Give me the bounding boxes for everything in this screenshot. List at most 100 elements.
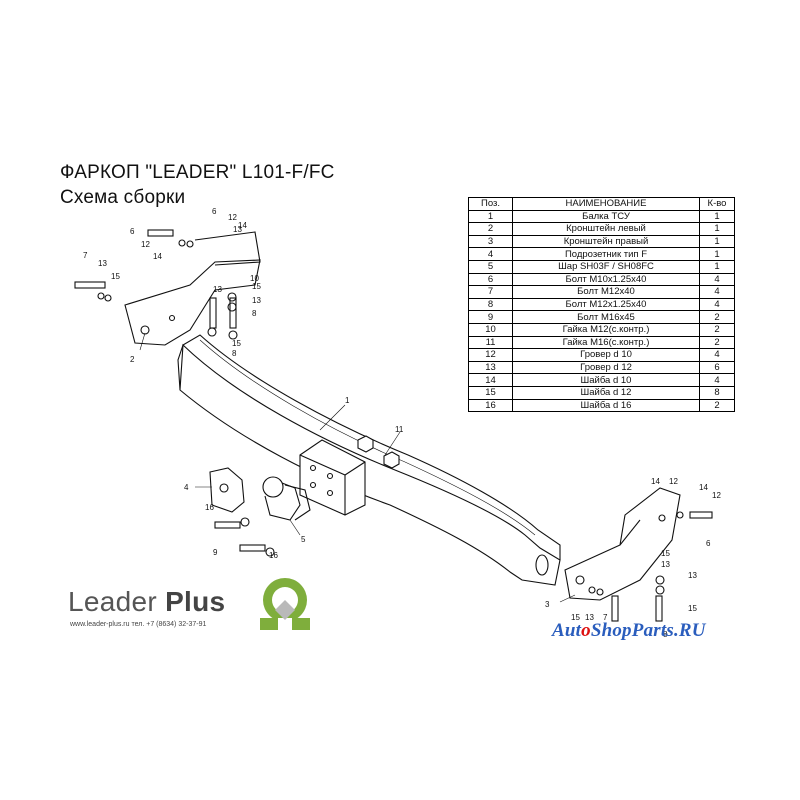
callout-14d: 14 [699,483,708,492]
callout-15: 15 [111,272,120,281]
callout-8: 8 [252,309,257,318]
cell-position: 13 [468,360,513,375]
cell-position: 8 [468,297,513,312]
cell-quantity: 2 [699,310,735,324]
callout-13f: 13 [688,571,697,580]
cell-name: Болт М10х1.25х40 [512,272,700,287]
title-line-subtitle: Схема сборки [60,187,186,208]
cell-position: 12 [468,348,513,362]
cell-name: Гровер d 10 [512,348,700,362]
callout-12d: 12 [712,491,721,500]
cell-position: 6 [468,272,513,287]
callout-5: 5 [301,535,306,544]
leader-lines [139,332,576,603]
cell-position: 15 [468,385,513,400]
cell-position: 10 [468,322,513,337]
callout-14: 14 [238,221,247,230]
tow-ball [262,476,311,521]
cell-quantity: 4 [699,297,735,312]
callout-1: 1 [345,396,350,405]
callout-6b: 6 [212,207,217,216]
callout-16b: 16 [269,551,278,560]
callout-15c: 15 [232,339,241,348]
brand-name-bold: Plus [165,586,226,617]
cell-quantity: 4 [699,272,735,287]
callout-13d: 13 [233,225,242,234]
washers [97,239,684,596]
callout-8b: 8 [232,349,237,358]
callout-13b: 13 [252,296,261,305]
cell-name: Гайка М12(с.контр.) [512,322,700,337]
cell-quantity: 2 [699,322,735,337]
callout-3: 3 [545,600,550,609]
cell-name: Кронштейн левый [512,222,700,236]
cell-name: Кронштейн правый [512,234,700,249]
callout-12b: 12 [141,240,150,249]
watermark-part1: AutoShop [552,620,632,641]
callout-14b: 14 [153,252,162,261]
watermark-part2: Parts.RU [631,620,706,641]
cell-name: Болт М16х45 [512,310,700,324]
cell-quantity: 1 [699,222,735,236]
title-line-model: ФАРКОП "LEADER" L101-F/FC [60,162,335,183]
socket-plate [209,467,245,513]
column-header-position: Поз. [468,197,513,211]
callout-15f: 15 [571,613,580,622]
cell-position: 2 [468,222,513,236]
callout-4: 4 [184,483,189,492]
callout-6c: 6 [706,539,711,548]
cell-position: 14 [468,373,513,387]
watermark: AutoShopParts.RU [552,620,706,642]
cell-name: Подрозетник тип F [512,247,700,261]
callout-12c: 12 [669,477,678,486]
column-header-name: НАИМЕНОВАНИЕ [512,197,700,211]
right-bracket [564,487,681,601]
cell-quantity: 1 [699,209,735,224]
callout-7: 7 [83,251,88,260]
callout-10: 10 [250,274,259,283]
cell-quantity: 1 [699,247,735,261]
callout-14c: 14 [651,477,660,486]
cell-name: Болт М12х40 [512,285,700,299]
callout-15b: 15 [252,282,261,291]
callout-7b: 7 [603,613,608,622]
cell-position: 16 [468,398,513,413]
center-mount-plate [299,439,366,516]
brand-contact: www.leader-plus.ru тел. +7 (8634) 32-37-… [70,621,207,628]
callout-16: 16 [205,503,214,512]
cell-position: 1 [468,209,513,224]
callout-9: 9 [213,548,218,557]
brand-name: Leader Plus [68,586,225,618]
cell-position: 5 [468,259,513,274]
cell-name: Гайка М16(с.контр.) [512,335,700,350]
callout-8c: 8 [663,630,668,639]
callout-13g: 13 [585,613,594,622]
cell-name: Шар SH03F / SH08FC [512,259,700,274]
cell-position: 7 [468,285,513,299]
column-header-quantity: К-во [699,197,735,211]
callout-15d: 15 [661,549,670,558]
cell-name: Гровер d 12 [512,360,700,375]
cell-quantity: 4 [699,285,735,299]
callout-12: 12 [228,213,237,222]
diagram-title: ФАРКОП "LEADER" L101-F/FC Схема сборки [60,160,335,210]
cell-quantity: 8 [699,385,735,400]
cell-quantity: 2 [699,398,735,413]
cell-name: Болт М12х1.25х40 [512,297,700,312]
